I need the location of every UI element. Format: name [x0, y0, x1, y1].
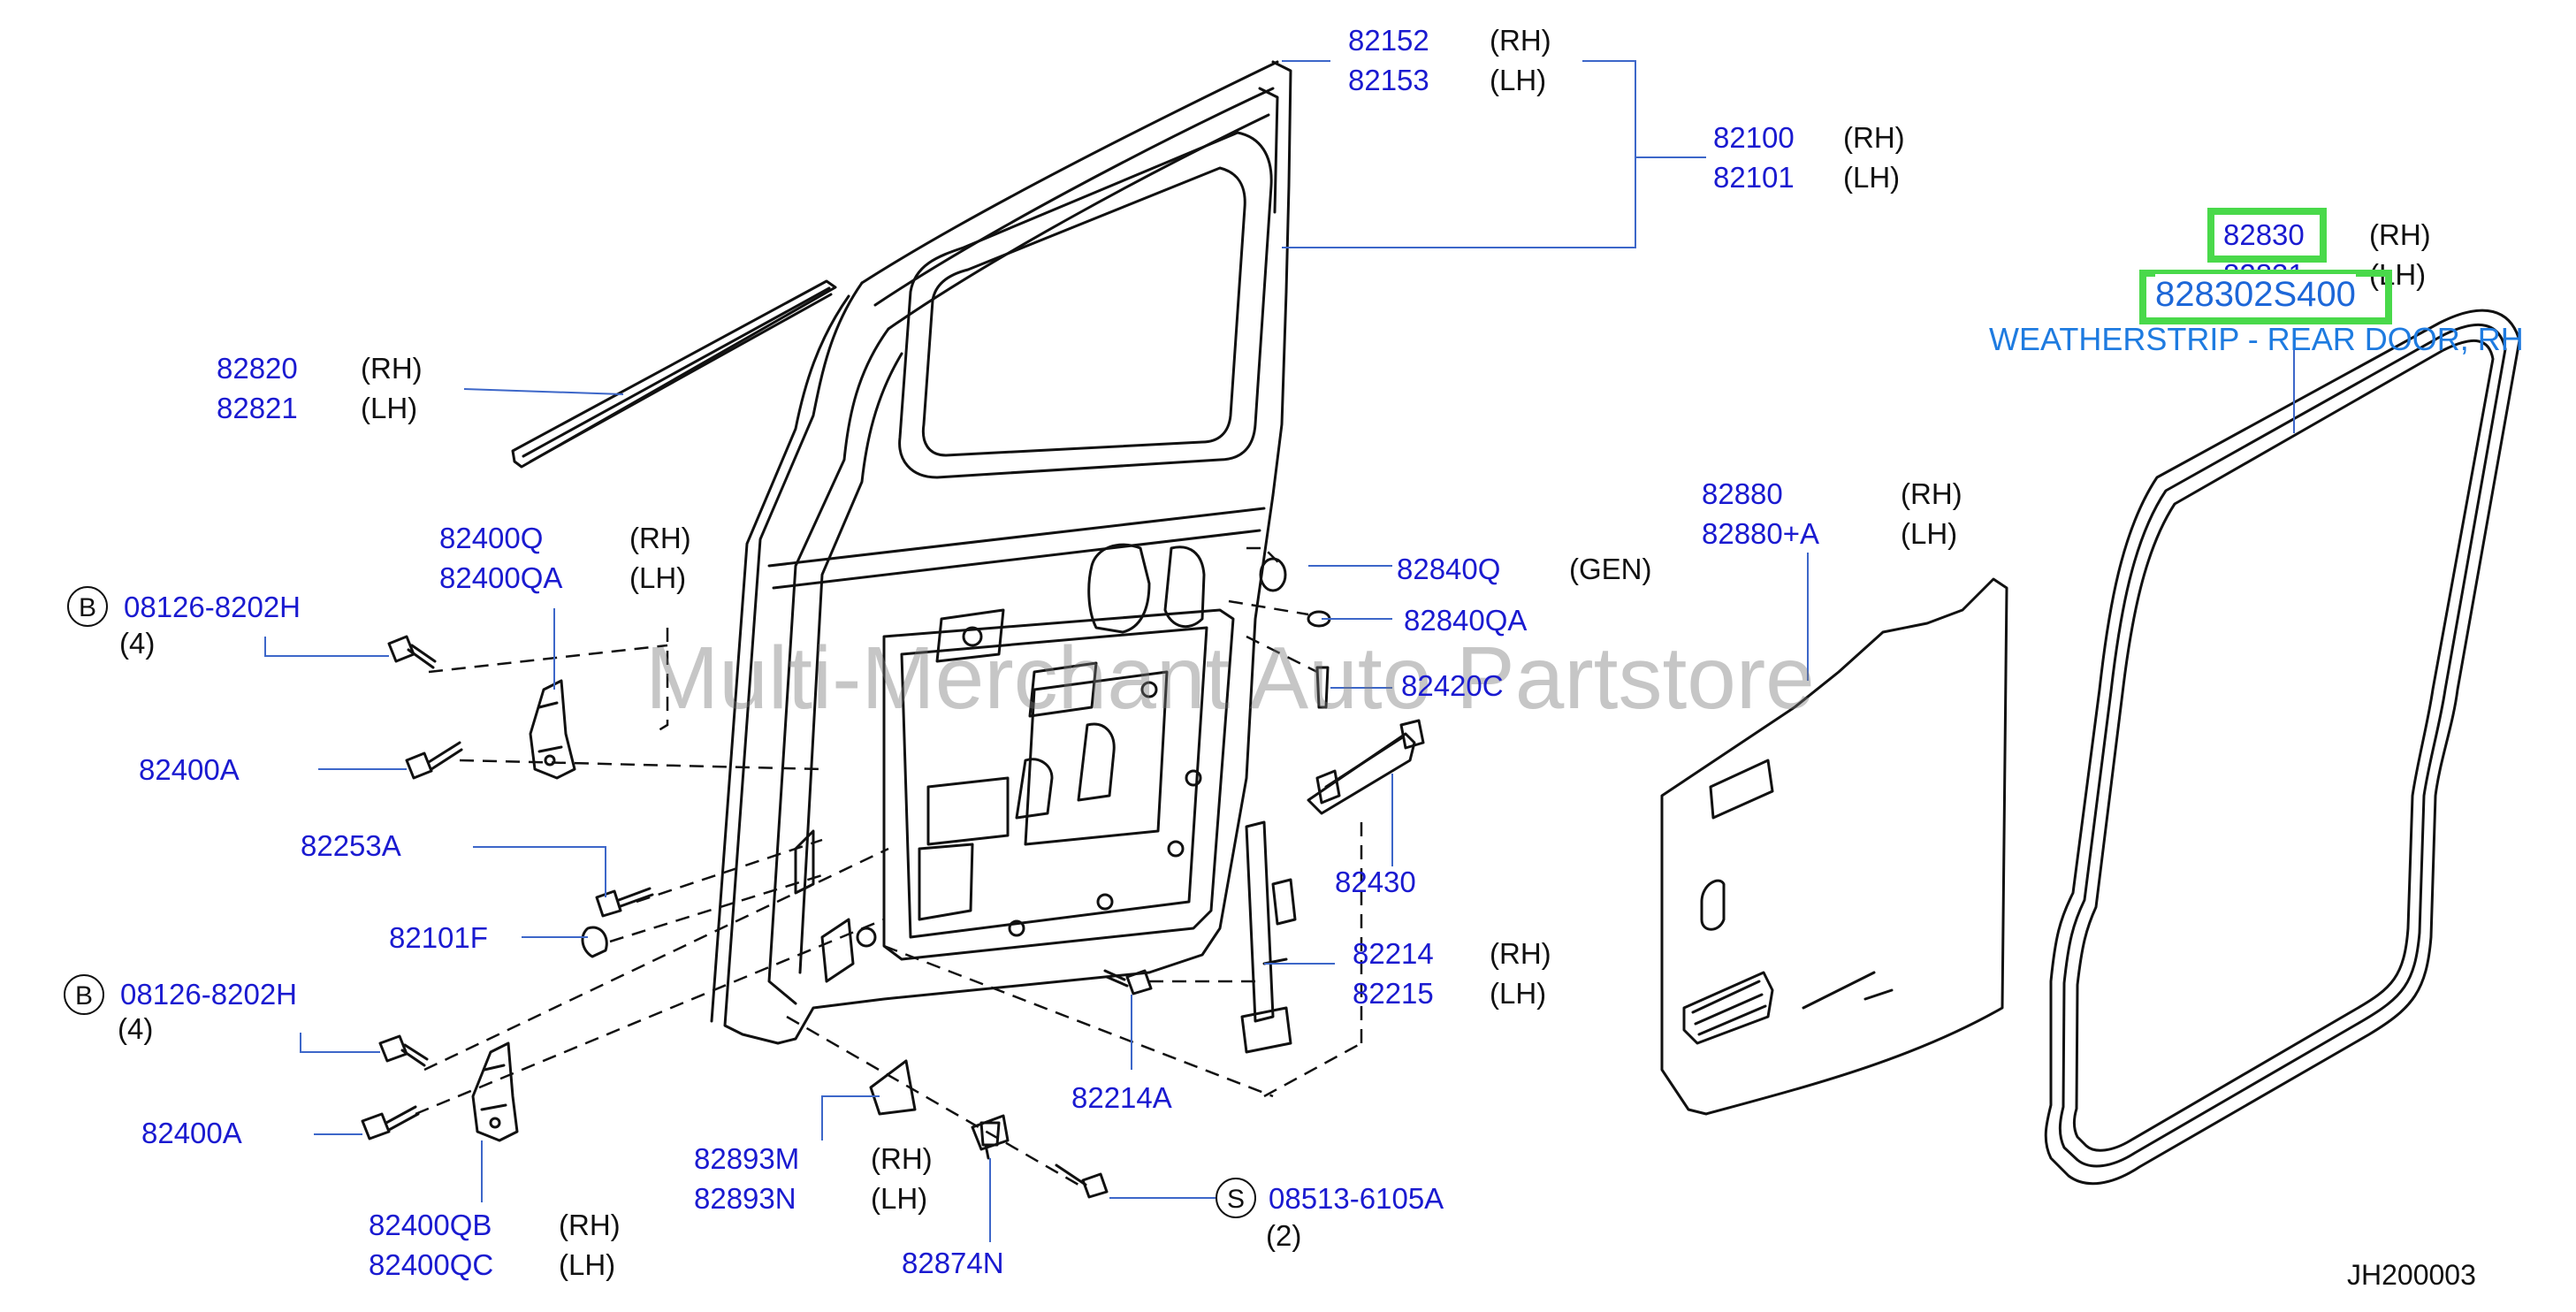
selected-part-description: WEATHERSTRIP - REAR DOOR, RH [1989, 321, 2524, 357]
weatherstrip-drawing [2044, 309, 2521, 1186]
part-82400q-side: (RH) [629, 522, 691, 554]
clip-drawing [971, 1114, 1010, 1151]
part-82420c[interactable]: 82420C [1401, 669, 1504, 702]
part-82840q-side: (GEN) [1569, 553, 1652, 585]
part-82152-side: (RH) [1490, 24, 1551, 57]
part-82830[interactable]: 82830 [2223, 218, 2305, 251]
door-sash-drawing [860, 60, 1292, 479]
selected-number-highlight [2139, 270, 2392, 324]
watermark: Multi-Merchant Auto Partstore [645, 629, 1815, 728]
part-82880-side: (RH) [1901, 477, 1962, 510]
part-82820-side: (RH) [361, 352, 423, 385]
part-82153-side: (LH) [1490, 64, 1547, 96]
part-82820[interactable]: 82820 [217, 352, 298, 385]
part-82821-side: (LH) [361, 392, 418, 424]
dashed-guides [415, 546, 1363, 1186]
window-regulator-drawing [1240, 820, 1297, 1054]
part-08126-8202h-top-qty: (4) [119, 627, 156, 660]
part-08126-8202h-bottom-qty: (4) [118, 1012, 154, 1045]
part-82430[interactable]: 82430 [1335, 866, 1416, 898]
lower-hinge-drawing [471, 1041, 519, 1142]
part-82152[interactable]: 82152 [1348, 24, 1429, 57]
bolt-drawings [361, 635, 1153, 1199]
part-82400qb-side: (RH) [559, 1209, 621, 1241]
part-82893n-side: (LH) [871, 1182, 928, 1215]
figure-code: JH200003 [2347, 1259, 2476, 1291]
upper-hinge-drawing [529, 679, 576, 780]
door-trim-drawing [1660, 577, 2008, 1116]
part-82101[interactable]: 82101 [1713, 161, 1795, 194]
part-08126-8202h-bottom[interactable]: 08126-8202H [120, 978, 297, 1011]
selected-full-part-number[interactable]: 828302S400 [2155, 274, 2356, 315]
part-82253a[interactable]: 82253A [301, 829, 401, 862]
part-82100-side: (RH) [1843, 121, 1905, 154]
part-82100[interactable]: 82100 [1713, 121, 1795, 154]
part-82893m[interactable]: 82893M [694, 1142, 800, 1175]
part-82821[interactable]: 82821 [217, 392, 298, 424]
part-08513-6105a-qty: (2) [1266, 1219, 1302, 1252]
part-82400qc[interactable]: 82400QC [369, 1248, 494, 1281]
part-82400q[interactable]: 82400Q [439, 522, 544, 554]
part-82893m-side: (RH) [871, 1142, 933, 1175]
badge-b-bottom: B [64, 974, 104, 1015]
badge-b-top: B [67, 586, 108, 627]
part-82874n[interactable]: 82874N [902, 1247, 1004, 1279]
leader-lines [264, 60, 2295, 1242]
part-82400qc-side: (LH) [559, 1248, 616, 1281]
part-82840q[interactable]: 82840Q [1397, 553, 1501, 585]
part-82400qb[interactable]: 82400QB [369, 1209, 492, 1241]
inner-garnish-drawing [869, 1059, 917, 1116]
part-82400a-top[interactable]: 82400A [139, 753, 240, 786]
part-82101f[interactable]: 82101F [389, 921, 488, 954]
part-82101-side: (LH) [1843, 161, 1901, 194]
part-82880-a-side: (LH) [1901, 517, 1958, 550]
door-check-drawing [1307, 719, 1425, 815]
part-82880-a[interactable]: 82880+A [1702, 517, 1820, 550]
part-82400a-bottom[interactable]: 82400A [141, 1117, 242, 1149]
part-82214[interactable]: 82214 [1353, 937, 1434, 970]
part-82153[interactable]: 82153 [1348, 64, 1429, 96]
part-82400qa-side: (LH) [629, 561, 687, 594]
part-82215[interactable]: 82215 [1353, 977, 1434, 1010]
part-82840qa[interactable]: 82840QA [1404, 604, 1528, 637]
part-82880[interactable]: 82880 [1702, 477, 1783, 510]
part-82214-side: (RH) [1490, 937, 1551, 970]
part-08513-6105a[interactable]: 08513-6105A [1269, 1182, 1444, 1215]
part-82215-side: (LH) [1490, 977, 1547, 1010]
badge-s: S [1216, 1178, 1256, 1218]
part-82893n[interactable]: 82893N [694, 1182, 796, 1215]
part-82400qa[interactable]: 82400QA [439, 561, 563, 594]
part-82830-side: (RH) [2369, 218, 2431, 251]
belt-moulding-drawing [511, 279, 837, 469]
part-08126-8202h-top[interactable]: 08126-8202H [124, 591, 301, 623]
part-82214a[interactable]: 82214A [1071, 1081, 1172, 1114]
selected-part-highlight [2207, 208, 2327, 263]
